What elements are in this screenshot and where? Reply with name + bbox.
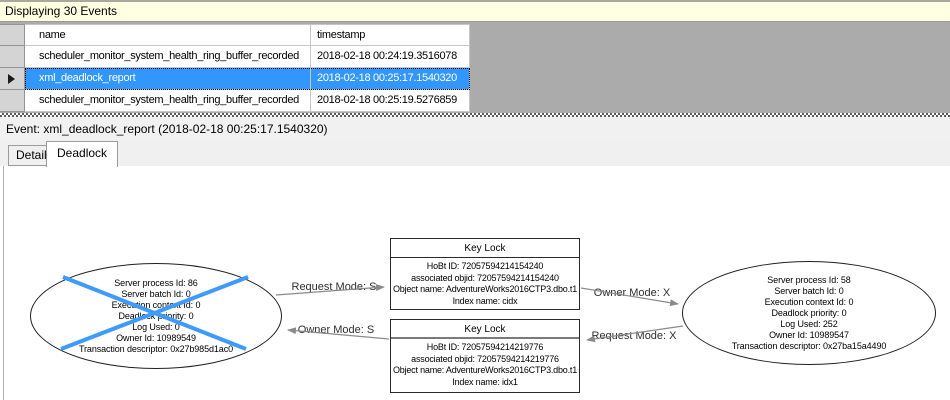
process-attr: Transaction descriptor: 0x27ba15a4490 [731, 341, 887, 351]
edge-label-owner-mode-x: Owner Mode: X [593, 287, 671, 299]
resource-title: Key Lock [391, 320, 579, 339]
row-selector-header [0, 24, 25, 46]
event-row-name[interactable]: scheduler_monitor_system_health_ring_buf… [25, 90, 311, 112]
tab-deadlock[interactable]: Deadlock [46, 141, 119, 167]
row-selector-cell[interactable] [0, 90, 25, 112]
events-count-bar: Displaying 30 Events [0, 0, 950, 22]
edge-label-owner-mode-s: Owner Mode: S [297, 324, 375, 336]
resource-attr: HoBt ID: 72057594214219776 [426, 342, 544, 352]
row-selector-cell-current[interactable] [0, 68, 25, 90]
resource-attr: associated objid: 72057594214219776 [411, 353, 559, 364]
process-attr: Transaction descriptor: 0x27b985d1ac0 [78, 344, 234, 354]
selected-event-title: Event: xml_deadlock_report (2018-02-18 0… [0, 117, 950, 141]
process-node-victim[interactable]: Server process Id: 86 Server batch Id: 0… [30, 263, 282, 369]
process-attr: Log Used: 0 [132, 322, 180, 332]
process-attr: Server process Id: 86 [114, 278, 198, 288]
event-row-name[interactable]: scheduler_monitor_system_health_ring_buf… [25, 46, 311, 68]
events-grid: name timestamp scheduler_monitor_system_… [0, 22, 950, 113]
process-attr: Owner Id: 10989547 [769, 330, 849, 340]
edge-label-request-mode-s: Request Mode: S [291, 281, 377, 293]
row-selector-cell[interactable] [0, 46, 25, 68]
process-attr: Deadlock priority: 0 [771, 308, 847, 318]
column-header-timestamp[interactable]: timestamp [311, 24, 470, 46]
current-row-arrow-icon [8, 74, 15, 84]
edge-label-request-mode-x: Request Mode: X [591, 330, 677, 342]
process-attr: Deadlock priority: 0 [118, 311, 194, 321]
resource-attr: Object name: AdventureWorks2016CTP3.dbo.… [392, 284, 578, 294]
process-attr: Log Used: 252 [780, 319, 838, 329]
column-header-name[interactable]: name [25, 24, 311, 46]
process-attr: Server batch Id: 0 [774, 286, 844, 296]
resource-attr: Index name: idx1 [452, 376, 518, 387]
process-attr: Execution context Id: 0 [764, 297, 854, 307]
event-row-timestamp-selected[interactable]: 2018-02-18 00:25:17.1540320 [311, 68, 470, 90]
resource-attr: Index name: cidx [452, 295, 518, 306]
process-attr: Execution context Id: 0 [111, 300, 201, 310]
tab-strip: Details Deadlock [0, 141, 950, 167]
process-attr: Server batch Id: 0 [121, 289, 191, 299]
resource-attr: associated objid: 72057594214154240 [411, 272, 559, 283]
process-attr: Owner Id: 10989549 [116, 333, 196, 343]
resource-title: Key Lock [391, 239, 579, 258]
resource-node-key-lock-top[interactable]: Key Lock HoBt ID: 72057594214154240 asso… [390, 238, 580, 310]
resource-attr: HoBt ID: 72057594214154240 [426, 261, 544, 271]
resource-attr: Object name: AdventureWorks2016CTP3.dbo.… [392, 365, 578, 375]
event-row-timestamp[interactable]: 2018-02-18 00:24:19.3516078 [311, 46, 470, 68]
event-row-timestamp[interactable]: 2018-02-18 00:25:19.5276859 [311, 90, 470, 112]
process-node[interactable]: Server process Id: 58 Server batch Id: 0… [682, 261, 936, 365]
horizontal-splitter[interactable] [0, 113, 950, 117]
event-row-name-selected[interactable]: xml_deadlock_report [25, 68, 311, 90]
process-attr: Server process Id: 58 [767, 275, 851, 285]
resource-node-key-lock-bottom[interactable]: Key Lock HoBt ID: 72057594214219776 asso… [390, 319, 580, 393]
